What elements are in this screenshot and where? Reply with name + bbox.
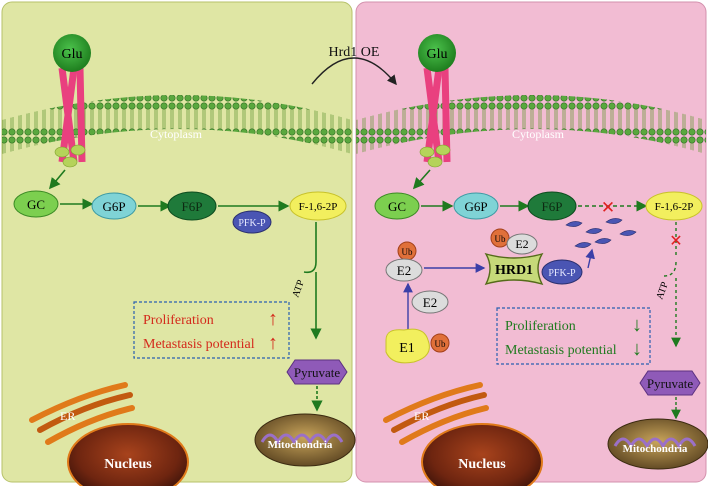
left-membrane bbox=[2, 95, 352, 154]
right-f6p-label: F6P bbox=[542, 199, 563, 214]
right-arrow-to-gc bbox=[412, 169, 431, 190]
right-pfkp-node bbox=[541, 259, 583, 285]
left-cell: Cytoplasm Glu GC G6P F6P PFK-P F-1,6-2P … bbox=[1, 1, 356, 491]
right-ub-label-2: Ub bbox=[495, 234, 506, 244]
right-proliferation-down-icon: ↓ bbox=[632, 314, 642, 336]
right-e2-node-low bbox=[411, 290, 449, 314]
right-degraded-fragments bbox=[565, 218, 637, 248]
right-f16-label: F-1,6-2P bbox=[655, 201, 694, 213]
left-metastasis-label: Metastasis potential bbox=[143, 337, 255, 352]
right-g6p-label: G6P bbox=[464, 199, 487, 214]
right-gc-node bbox=[374, 192, 420, 220]
right-g6p-node bbox=[453, 192, 499, 220]
left-g6p-node bbox=[91, 192, 137, 220]
right-ub-label-1: Ub bbox=[402, 247, 413, 257]
left-f16-node bbox=[289, 191, 347, 221]
left-mito-label: Mitochondria bbox=[268, 439, 333, 451]
left-proliferation-up-icon: ↑ bbox=[268, 308, 278, 330]
left-glucose-particles bbox=[54, 144, 86, 168]
left-mitochondria bbox=[254, 413, 356, 467]
right-arrow-pfkp-degradation bbox=[585, 248, 595, 269]
right-f16-node bbox=[645, 191, 703, 221]
right-proliferation-label: Proliferation bbox=[505, 319, 576, 334]
right-block-icon-2: ✕ bbox=[669, 233, 682, 250]
left-nucleus bbox=[67, 423, 189, 491]
right-ub-label-3: Ub bbox=[435, 339, 446, 349]
right-ub-node-2 bbox=[490, 228, 510, 248]
hrd1-oe-label: Hrd1 OE bbox=[329, 45, 380, 60]
left-pyruvate-label: Pyruvate bbox=[294, 365, 340, 380]
left-gc-node bbox=[13, 190, 59, 218]
right-glucose-particles bbox=[419, 144, 451, 168]
right-mitochondria bbox=[607, 418, 708, 470]
right-e2-label-low: E2 bbox=[423, 295, 437, 310]
left-pfkp-label: PFK-P bbox=[238, 218, 266, 229]
right-e2-node-top bbox=[506, 233, 538, 255]
right-mito-label: Mitochondria bbox=[623, 443, 688, 455]
right-metastasis-label: Metastasis potential bbox=[505, 343, 617, 358]
right-er bbox=[383, 382, 489, 445]
left-f6p-label: F6P bbox=[182, 199, 203, 214]
right-nucleus bbox=[421, 423, 543, 491]
right-effect-box bbox=[496, 307, 651, 365]
right-metastasis-down-icon: ↓ bbox=[632, 338, 642, 360]
right-pyruvate-node bbox=[639, 370, 701, 396]
right-er-label: ER bbox=[414, 409, 429, 423]
right-pfkp-label: PFK-P bbox=[548, 268, 576, 279]
right-ub-node-3 bbox=[430, 333, 450, 353]
right-glu-node bbox=[418, 34, 456, 72]
right-e1-node bbox=[385, 328, 430, 364]
left-glu-label: Glu bbox=[62, 47, 83, 62]
right-cell: Cytoplasm Glu GC G6P F6P ✕ F-1,6-2P bbox=[355, 1, 708, 491]
right-nucleus-label: Nucleus bbox=[458, 457, 506, 472]
right-e1-label: E1 bbox=[399, 341, 415, 356]
hrd1-oe-arrow bbox=[311, 57, 397, 86]
left-pyruvate-node bbox=[286, 359, 348, 385]
left-gc-label: GC bbox=[27, 197, 45, 212]
right-e2-label-mid: E2 bbox=[397, 263, 411, 278]
right-arrow-to-pyruvate bbox=[663, 261, 676, 346]
left-cytoplasm-label: Cytoplasm bbox=[150, 127, 203, 141]
right-block-icon-1: ✕ bbox=[601, 198, 615, 217]
right-hrd1-label: HRD1 bbox=[495, 263, 533, 278]
left-proliferation-label: Proliferation bbox=[143, 313, 214, 328]
right-e2-label-top: E2 bbox=[515, 237, 528, 251]
left-effect-box bbox=[133, 301, 290, 359]
left-metastasis-up-icon: ↑ bbox=[268, 332, 278, 354]
right-pyruvate-label: Pyruvate bbox=[647, 376, 693, 391]
right-gc-label: GC bbox=[388, 199, 406, 214]
right-glu-label: Glu bbox=[427, 47, 448, 62]
right-cytoplasm-label: Cytoplasm bbox=[512, 127, 565, 141]
right-f6p-node bbox=[527, 191, 577, 221]
right-e2-node-mid bbox=[385, 258, 423, 282]
left-glu-node bbox=[53, 34, 91, 72]
left-nucleus-label: Nucleus bbox=[104, 457, 152, 472]
left-er-label: ER bbox=[60, 409, 75, 423]
left-arrow-to-gc bbox=[48, 169, 66, 190]
left-er bbox=[29, 382, 135, 445]
right-hrd1-node bbox=[484, 252, 544, 286]
left-f16-label: F-1,6-2P bbox=[299, 201, 338, 213]
left-f6p-node bbox=[167, 191, 217, 221]
left-g6p-label: G6P bbox=[102, 199, 125, 214]
left-pfkp-node bbox=[232, 210, 272, 234]
left-arrow-f16-pyruvate bbox=[303, 222, 316, 338]
